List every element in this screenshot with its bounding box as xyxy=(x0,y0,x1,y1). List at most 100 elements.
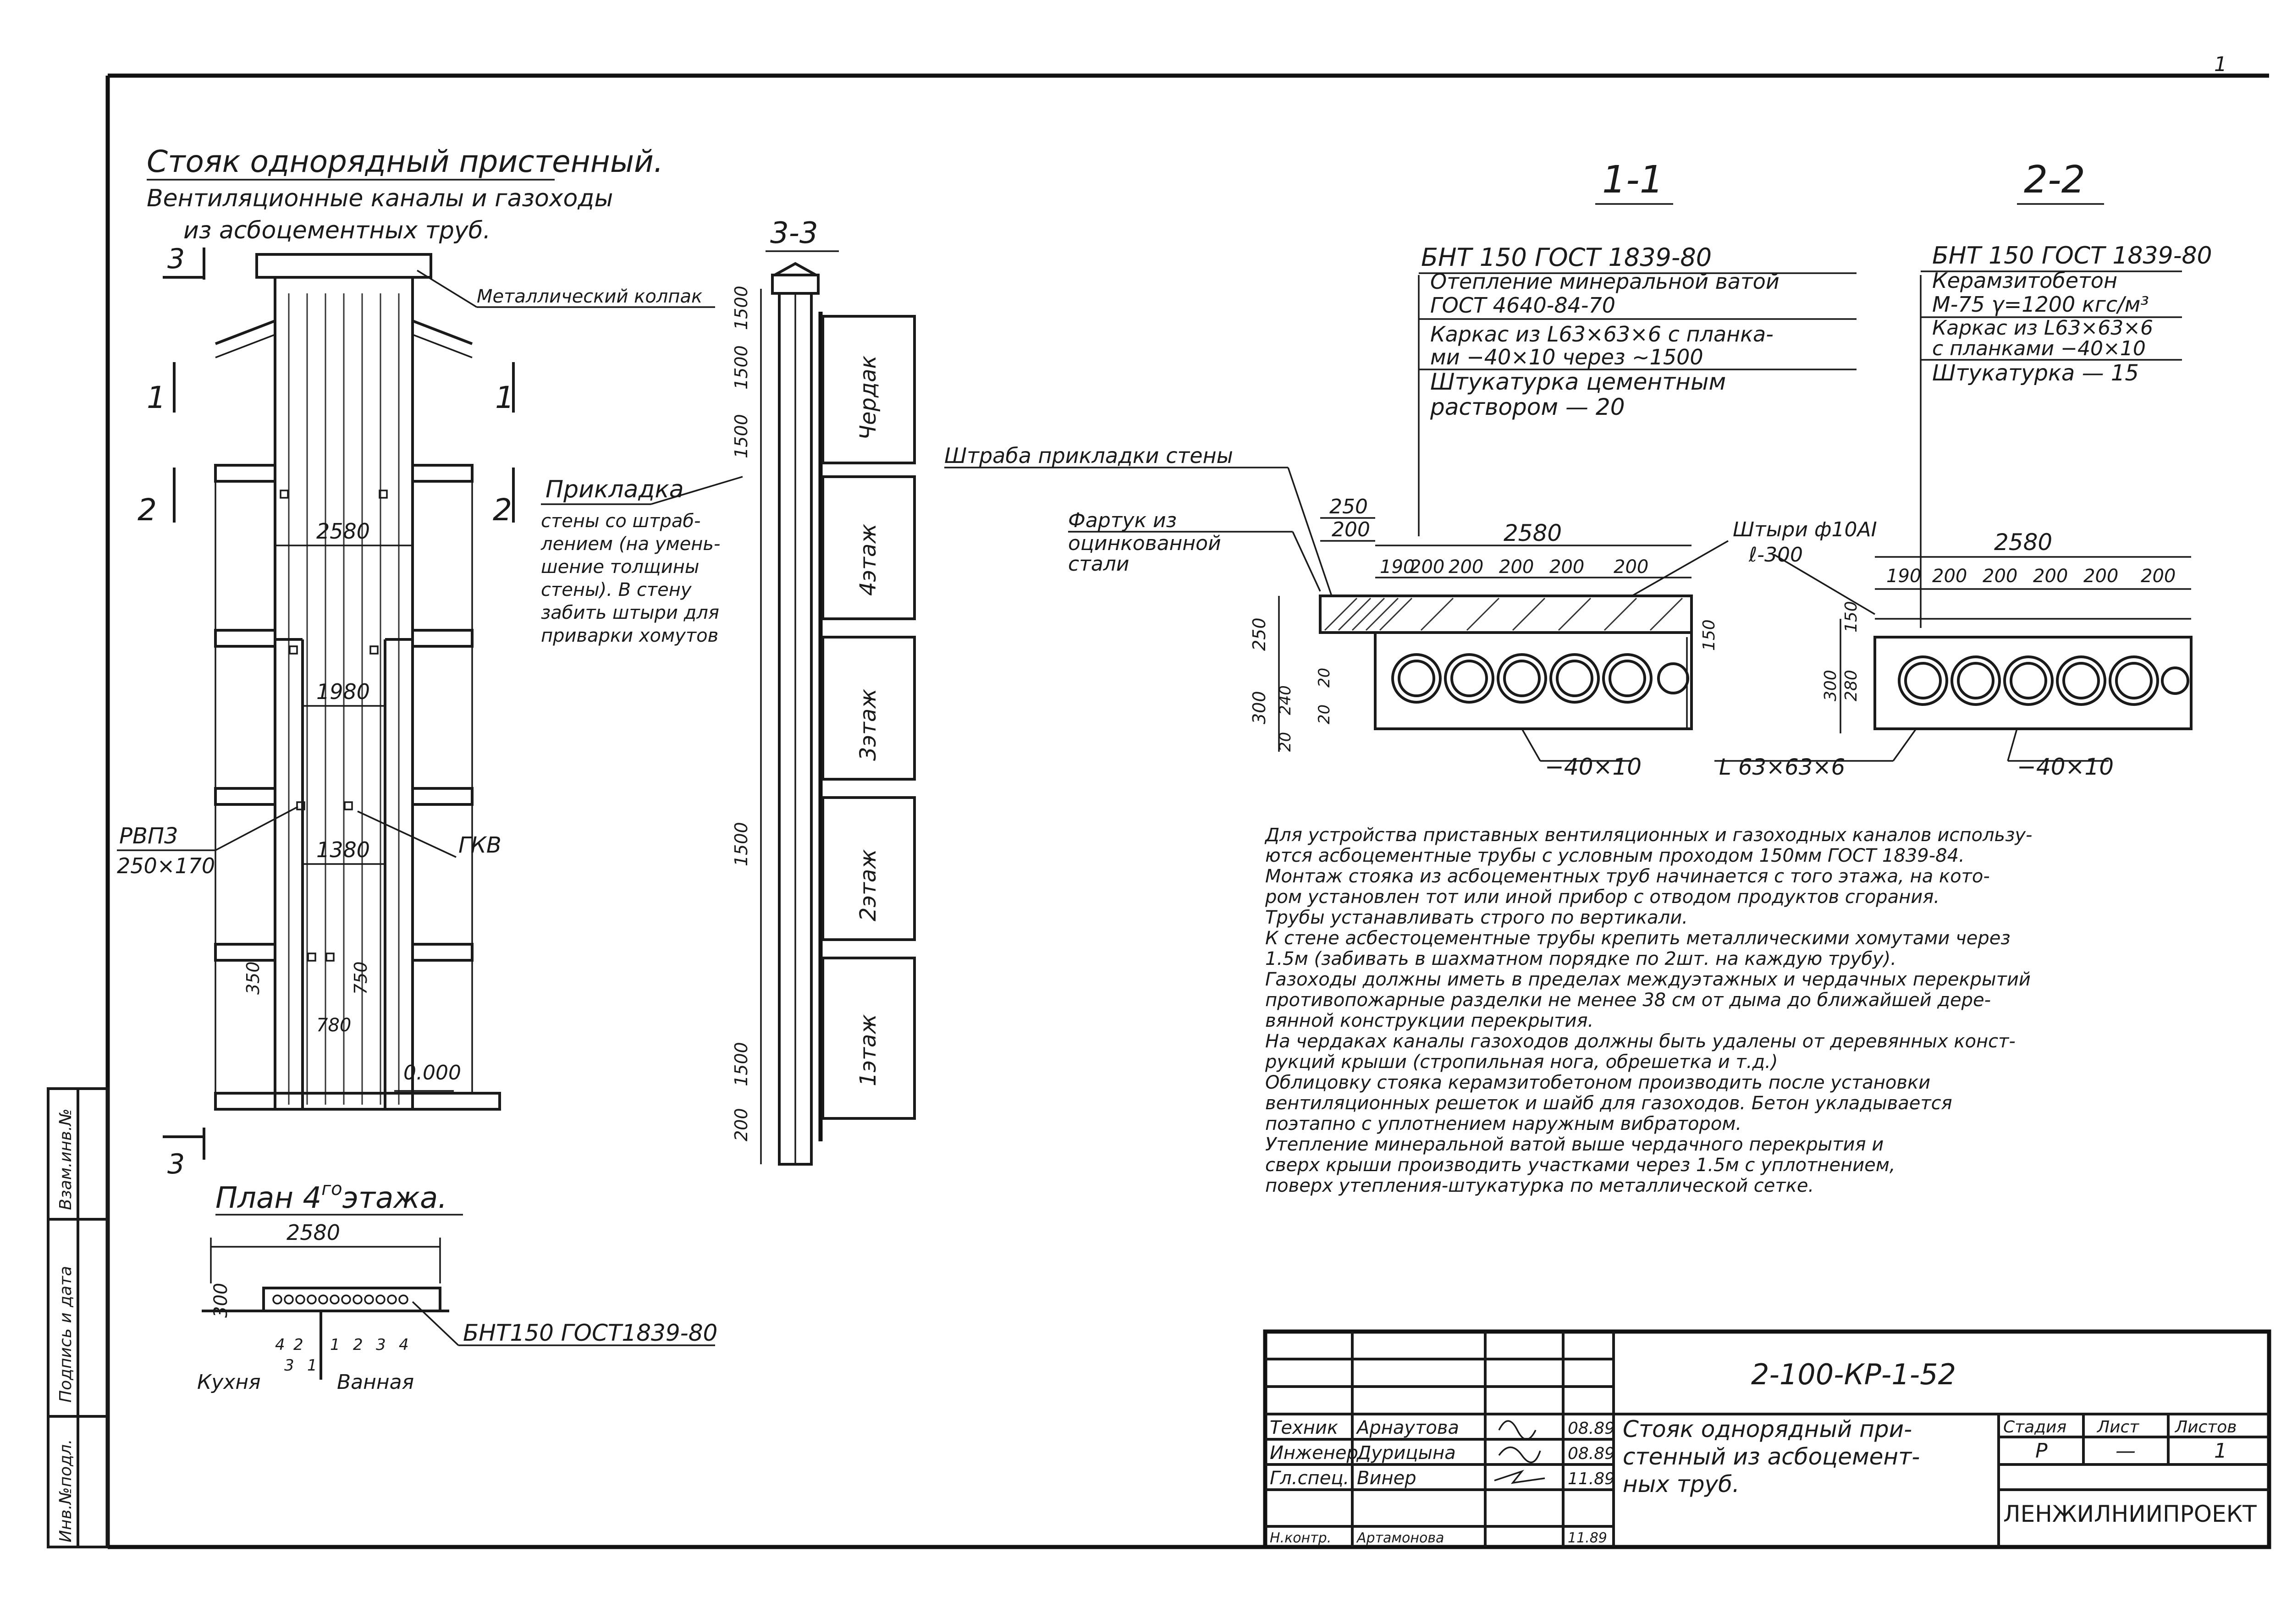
tb-stage: Р xyxy=(2035,1439,2048,1463)
stamp-podpis: Подпись и дата xyxy=(56,1266,75,1403)
tb-role: Н.контр. xyxy=(1270,1530,1331,1546)
tb-name: Арнаутова xyxy=(1355,1417,1459,1438)
s11-pipe-spec: БНТ 150 ГОСТ 1839-80 xyxy=(1421,243,1712,272)
left-title: Стояк однорядный пристенный. Вентиляцион… xyxy=(147,144,663,244)
floor-label-3: 3этаж xyxy=(855,689,881,761)
s22-pipe-spec: БНТ 150 ГОСТ 1839-80 xyxy=(1932,242,2212,270)
section-mark-1-left: 1 xyxy=(147,380,166,415)
tb-date: 08.89 xyxy=(1568,1444,1615,1463)
tb-desc3: ных труб. xyxy=(1623,1471,1740,1497)
s11-layer1b: ГОСТ 4640-84-70 xyxy=(1430,293,1615,318)
plan-num: 2 xyxy=(353,1336,363,1354)
s22-angle-label: L 63×63×6 xyxy=(1719,754,1845,780)
plan-num: 4 xyxy=(399,1336,409,1354)
tb-sheet-head: Лист xyxy=(2096,1418,2139,1437)
tb-org: ЛЕНЖИЛНИИПРОЕКТ xyxy=(2003,1501,2257,1527)
tb-sheets-head: Листов xyxy=(2174,1418,2237,1437)
s11-layer2b: ми −40×10 через ~1500 xyxy=(1430,345,1703,369)
dim-750: 750 xyxy=(351,961,371,995)
s22-layer2: Каркас из L63×63×6 xyxy=(1932,316,2153,340)
section-mark-2-right: 2 xyxy=(493,492,512,528)
s11-left-dim: 20 xyxy=(1315,705,1333,724)
section-11-title: 1-1 xyxy=(1602,158,1664,202)
stamp-inv-podl: Инв.№подл. xyxy=(56,1439,75,1542)
plan-4th-floor: План 4гоэтажа. 2580 300 БНТ150 ГОСТ1839-… xyxy=(197,1178,717,1394)
title-block: 2-100-КР-1-52 Техник Арнаутова 08.89 Инж… xyxy=(1263,1329,2271,1549)
tb-desc2: стенный из асбоцемент- xyxy=(1623,1443,1920,1470)
plan-bath-label: Ванная xyxy=(337,1371,414,1394)
plan-dim-2580: 2580 xyxy=(286,1220,340,1245)
notes: Для устройства приставных вентиляционных… xyxy=(1264,825,2032,1196)
tb-code: 2-100-КР-1-52 xyxy=(1751,1358,1956,1391)
plan-num: 1 xyxy=(307,1356,317,1375)
tb-date: 11.89 xyxy=(1568,1530,1607,1546)
dim-2580: 2580 xyxy=(316,519,370,544)
note-line: поверх утепления-штукатурка по металличе… xyxy=(1265,1175,1814,1196)
note-line: Облицовку стояка керамзитобетоном произв… xyxy=(1265,1072,1930,1093)
s22-layer1: Керамзитобетон xyxy=(1932,268,2117,293)
s11-shtyri-label: Штыри ф10АI xyxy=(1733,518,1877,541)
s11-fartuk-line2: оцинкованной xyxy=(1068,532,1221,555)
s11-layer1: Отепление минеральной ватой xyxy=(1430,269,1780,294)
s22-spacing: 200 xyxy=(2083,566,2118,587)
s22-layer3: Штукатурка — 15 xyxy=(1932,360,2139,386)
s22-bottom-label: −40×10 xyxy=(2017,754,2114,780)
s22-left-dim: 280 xyxy=(1842,670,1861,701)
title-line2: Вентиляционные каналы и газоходы xyxy=(147,185,613,212)
tb-stage-head: Стадия xyxy=(2003,1418,2066,1437)
section-mark-3-top: 3 xyxy=(167,243,185,275)
s33-dim: 1500 xyxy=(731,286,751,330)
s22-spacing: 200 xyxy=(2033,566,2068,587)
s22-dim-2580: 2580 xyxy=(1994,529,2052,556)
prikladka-line3: шение толщины xyxy=(541,556,699,578)
section-33-title: 3-3 xyxy=(770,216,818,250)
s22-dim-190: 190 xyxy=(1886,566,1921,587)
tb-sheet: — xyxy=(2116,1439,2136,1463)
gkv-label: ГКВ xyxy=(458,832,501,858)
s11-shtraba-label: Штраба прикладки стены xyxy=(944,443,1233,468)
s11-dim-2580: 2580 xyxy=(1504,520,1562,546)
section-mark-1-right: 1 xyxy=(495,380,514,415)
plan-title: План 4гоэтажа. xyxy=(215,1178,447,1215)
plan-num: 2 xyxy=(293,1336,303,1354)
s11-dim-190: 190 xyxy=(1380,556,1415,578)
title-line3: из асбоцементных труб. xyxy=(183,217,490,244)
s33-dim: 1500 xyxy=(731,345,751,390)
dim-1380: 1380 xyxy=(316,837,370,862)
s11-spacing: 200 xyxy=(1499,556,1534,578)
sheet-corner-number: 1 xyxy=(2214,53,2227,76)
section-22-title: 2-2 xyxy=(2024,158,2085,202)
s11-spacing: 200 xyxy=(1614,556,1648,578)
floor-label-2: 2этаж xyxy=(855,849,881,922)
s11-spacing: 200 xyxy=(1549,556,1584,578)
s11-layer2: Каркас из L63×63×6 с планка- xyxy=(1430,322,1774,347)
tb-role: Техник xyxy=(1270,1417,1338,1438)
s22-spacing: 200 xyxy=(2141,566,2176,587)
prikladka-line5: забить штыри для xyxy=(541,602,719,623)
floor-label-attic: Чердак xyxy=(855,355,881,440)
plan-num: 4 xyxy=(275,1336,285,1354)
s22-left-dim: 150 xyxy=(1842,601,1861,633)
s33-dim: 200 xyxy=(731,1108,751,1141)
s33-dim: 1500 xyxy=(731,1042,751,1086)
s11-left-dim: 300 xyxy=(1249,691,1269,724)
prikladka-line4: стены). В стену xyxy=(541,579,692,600)
s11-layer3: Штукатурка цементным xyxy=(1430,369,1726,395)
rvp-size-label: 250×170 xyxy=(117,853,215,878)
s22-layer2b: с планками −40×10 xyxy=(1932,337,2146,360)
riser-elevation: 3 3 1 1 2 2 Металлический колпак 2580 19… xyxy=(117,243,743,1180)
note-line: Монтаж стояка из асбоцементных труб начи… xyxy=(1265,866,1990,887)
s11-spacing: 200 xyxy=(1449,556,1483,578)
tb-role: Инженер xyxy=(1270,1442,1358,1464)
note-line: противопожарные разделки не менее 38 см … xyxy=(1265,990,1991,1011)
s22-left-dim: 300 xyxy=(1821,670,1840,701)
section-2-2: 2-2 БНТ 150 ГОСТ 1839-80 Керамзитобетон … xyxy=(1714,158,2212,780)
s11-fartuk-line1: Фартук из xyxy=(1068,509,1177,532)
plan-dim-300: 300 xyxy=(210,1283,231,1318)
level-0000: 0.000 xyxy=(403,1061,461,1085)
s22-layer1b: М-75 γ=1200 кгс/м³ xyxy=(1932,292,2149,317)
tb-date: 11.89 xyxy=(1568,1470,1615,1488)
prikladka-line6: приварки хомутов xyxy=(541,625,718,646)
plan-kitchen-label: Кухня xyxy=(197,1371,261,1394)
